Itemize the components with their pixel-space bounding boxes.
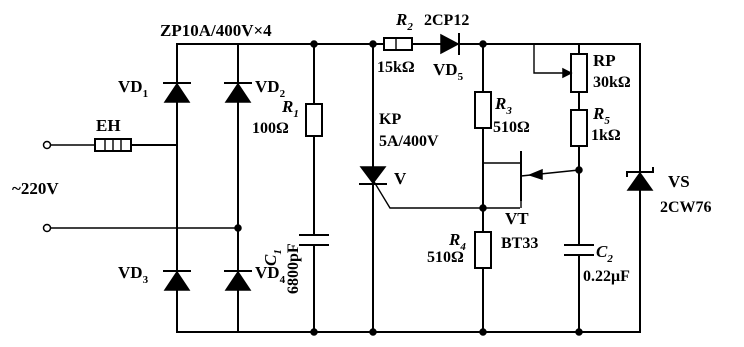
diode-vd4 bbox=[224, 270, 252, 291]
r4-label: R4 bbox=[448, 230, 466, 253]
rp-label: RP bbox=[593, 51, 616, 70]
eh-label: EH bbox=[96, 116, 121, 135]
vd5-label: VD5 bbox=[433, 60, 464, 83]
vd5-part: 2CP12 bbox=[424, 12, 469, 29]
bridge-label: ZP10A/400V×4 bbox=[160, 21, 272, 40]
transistor-vt bbox=[520, 151, 580, 201]
r5-value: 1kΩ bbox=[591, 127, 621, 144]
diode-vd2 bbox=[224, 82, 252, 103]
r2-value: 15kΩ bbox=[377, 59, 415, 76]
resistor-r1 bbox=[305, 103, 323, 137]
ac-terminal-bottom bbox=[42, 223, 52, 233]
diode-vd1 bbox=[163, 82, 191, 103]
diode-vd5 bbox=[440, 33, 460, 55]
vd4-label: VD4 bbox=[255, 263, 286, 286]
ac-label: ~220V bbox=[12, 179, 59, 198]
r1-value: 100Ω bbox=[252, 120, 289, 137]
thyristor-v bbox=[359, 166, 387, 185]
c2-label: C2 bbox=[596, 242, 613, 265]
svg-text:C1: C1 bbox=[261, 249, 284, 266]
c1-label-group: C1 6800pF bbox=[261, 243, 302, 294]
vs-label: VS bbox=[668, 172, 690, 191]
vd3-label: VD3 bbox=[118, 263, 149, 286]
heater-eh bbox=[94, 138, 132, 152]
r3-label: R3 bbox=[494, 94, 512, 117]
vd2-label: VD2 bbox=[255, 77, 286, 100]
kp-value: 5A/400V bbox=[379, 133, 439, 150]
vd1-label: VD1 bbox=[118, 77, 148, 100]
resistor-r3 bbox=[474, 91, 492, 129]
rp-value: 30kΩ bbox=[593, 74, 631, 91]
diode-vd3 bbox=[163, 270, 191, 291]
resistor-r4 bbox=[474, 231, 492, 269]
r5-label: R5 bbox=[592, 104, 610, 127]
junction-dots bbox=[234, 40, 583, 336]
zener-vs bbox=[626, 167, 654, 191]
r1-label: R1 bbox=[281, 97, 299, 120]
potentiometer-rp bbox=[562, 53, 588, 93]
r3-value: 510Ω bbox=[493, 119, 530, 136]
capacitor-c1 bbox=[299, 234, 329, 246]
c2-value: 0.22μF bbox=[583, 268, 630, 285]
resistor-r2 bbox=[383, 37, 413, 51]
r4-value: 510Ω bbox=[427, 249, 464, 266]
resistor-r5 bbox=[570, 109, 588, 147]
vt-label: VT bbox=[505, 209, 529, 228]
scr-label: V bbox=[394, 169, 407, 188]
capacitor-c2 bbox=[564, 244, 594, 256]
kp-label: KP bbox=[379, 111, 401, 128]
vs-part: 2CW76 bbox=[660, 199, 712, 216]
vt-part: BT33 bbox=[501, 235, 538, 252]
r2-label: R2 bbox=[395, 10, 413, 33]
ac-terminal-top bbox=[42, 140, 52, 150]
svg-text:6800pF: 6800pF bbox=[285, 243, 302, 294]
